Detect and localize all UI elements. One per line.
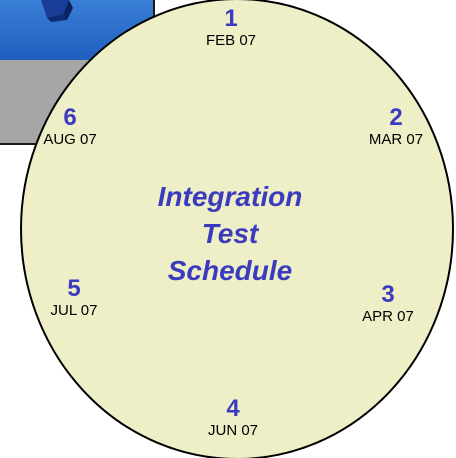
- milestone-6: 6 AUG 07: [25, 105, 115, 149]
- milestone-number: 2: [389, 104, 403, 131]
- milestone-date: MAR 07: [368, 131, 424, 148]
- milestone-4: 4 JUN 07: [188, 396, 278, 440]
- milestone-5: 5 JUL 07: [29, 276, 119, 320]
- milestone-number: 4: [226, 395, 240, 422]
- milestone-3: 3 APR 07: [343, 282, 433, 326]
- milestone-number: 3: [381, 281, 395, 308]
- milestone-number: 1: [224, 5, 238, 32]
- milestone-date: JUL 07: [50, 302, 98, 319]
- milestone-date: JUN 07: [207, 422, 259, 439]
- milestone-date: AUG 07: [43, 131, 97, 148]
- milestone-1: 1 FEB 07: [186, 6, 276, 50]
- blue-cube-icon: [41, 0, 73, 22]
- schedule-title-line: Test: [201, 218, 259, 249]
- clock-face-ellipse: [20, 0, 454, 458]
- schedule-title-line: Schedule: [167, 255, 293, 286]
- schedule-title-line: Integration: [157, 181, 303, 212]
- milestone-date: APR 07: [362, 308, 414, 325]
- milestone-number: 5: [67, 275, 81, 302]
- milestone-date: FEB 07: [205, 32, 257, 49]
- milestone-number: 6: [63, 104, 77, 131]
- milestone-2: 2 MAR 07: [351, 105, 441, 149]
- schedule-title: Integration Test Schedule: [120, 178, 340, 289]
